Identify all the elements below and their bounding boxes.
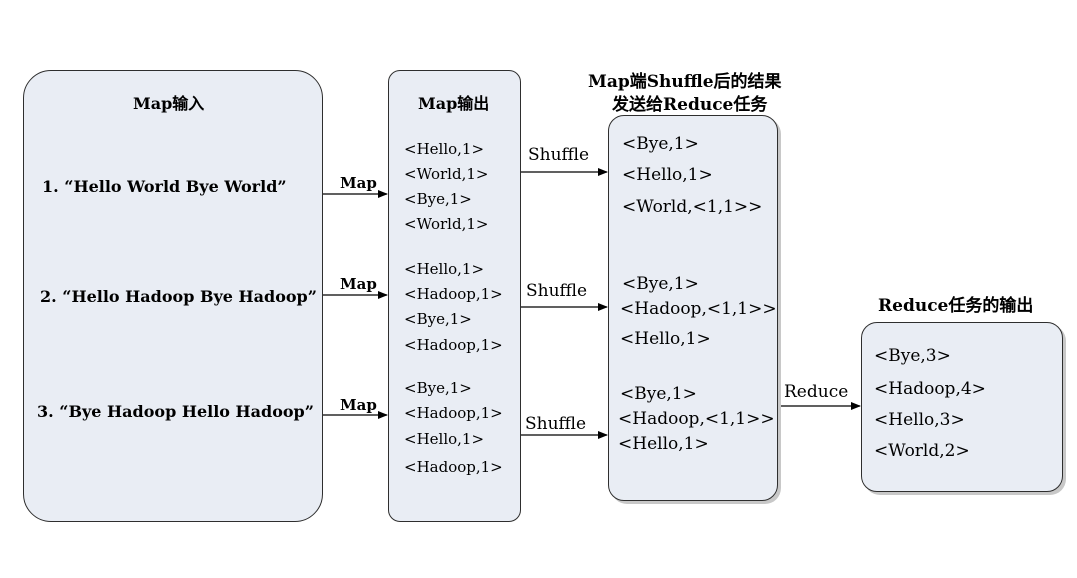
shuffle-result-title-line2: 发送给Reduce任务 xyxy=(612,95,768,115)
reduce-output-title: Reduce任务的输出 xyxy=(878,296,1034,316)
shuffle-result-title-line1: Map端Shuffle后的结果 xyxy=(588,72,782,92)
reduce-output-2: <Hadoop,4> xyxy=(874,379,986,399)
shuffle-g3-2: <Hadoop,<1,1>> xyxy=(618,409,775,429)
map-label-1: Map xyxy=(340,174,377,192)
map-output-g1-4: <World,1> xyxy=(404,215,489,233)
map-output-g2-2: <Hadoop,1> xyxy=(404,285,503,303)
map-output-box xyxy=(388,70,521,522)
shuffle-g2-3: <Hello,1> xyxy=(620,329,711,349)
map-output-g1-3: <Bye,1> xyxy=(404,190,472,208)
map-label-3: Map xyxy=(340,396,377,414)
reduce-output-4: <World,2> xyxy=(874,441,970,461)
shuffle-g1-1: <Bye,1> xyxy=(622,134,699,154)
map-output-g2-4: <Hadoop,1> xyxy=(404,336,503,354)
shuffle-g1-2: <Hello,1> xyxy=(622,165,713,185)
shuffle-g3-1: <Bye,1> xyxy=(620,384,697,404)
shuffle-result-box xyxy=(608,115,778,501)
map-input-line-3: 3. “Bye Hadoop Hello Hadoop” xyxy=(37,402,314,421)
map-output-g3-3: <Hello,1> xyxy=(404,430,485,448)
map-input-box xyxy=(23,70,323,522)
map-output-g2-3: <Bye,1> xyxy=(404,310,472,328)
shuffle-label-3: Shuffle xyxy=(525,414,587,434)
shuffle-g3-3: <Hello,1> xyxy=(618,434,709,454)
map-output-g3-2: <Hadoop,1> xyxy=(404,404,503,422)
shuffle-label-1: Shuffle xyxy=(528,145,590,165)
map-input-title: Map输入 xyxy=(133,94,205,113)
shuffle-label-2: Shuffle xyxy=(526,281,588,301)
reduce-output-1: <Bye,3> xyxy=(874,346,951,366)
map-label-2: Map xyxy=(340,275,377,293)
map-input-line-1: 1. “Hello World Bye World” xyxy=(42,177,287,196)
shuffle-g2-2: <Hadoop,<1,1>> xyxy=(620,299,777,319)
shuffle-g2-1: <Bye,1> xyxy=(622,274,699,294)
reduce-output-3: <Hello,3> xyxy=(874,410,965,430)
map-output-title: Map输出 xyxy=(418,94,490,113)
map-output-g2-1: <Hello,1> xyxy=(404,260,485,278)
map-input-line-2: 2. “Hello Hadoop Bye Hadoop” xyxy=(40,287,317,306)
reduce-label: Reduce xyxy=(784,382,849,402)
shuffle-g1-3: <World,<1,1>> xyxy=(622,197,763,217)
map-output-g3-1: <Bye,1> xyxy=(404,379,472,397)
map-output-g1-2: <World,1> xyxy=(404,165,489,183)
map-output-g3-4: <Hadoop,1> xyxy=(404,458,503,476)
map-output-g1-1: <Hello,1> xyxy=(404,140,485,158)
reduce-output-box xyxy=(861,322,1063,492)
